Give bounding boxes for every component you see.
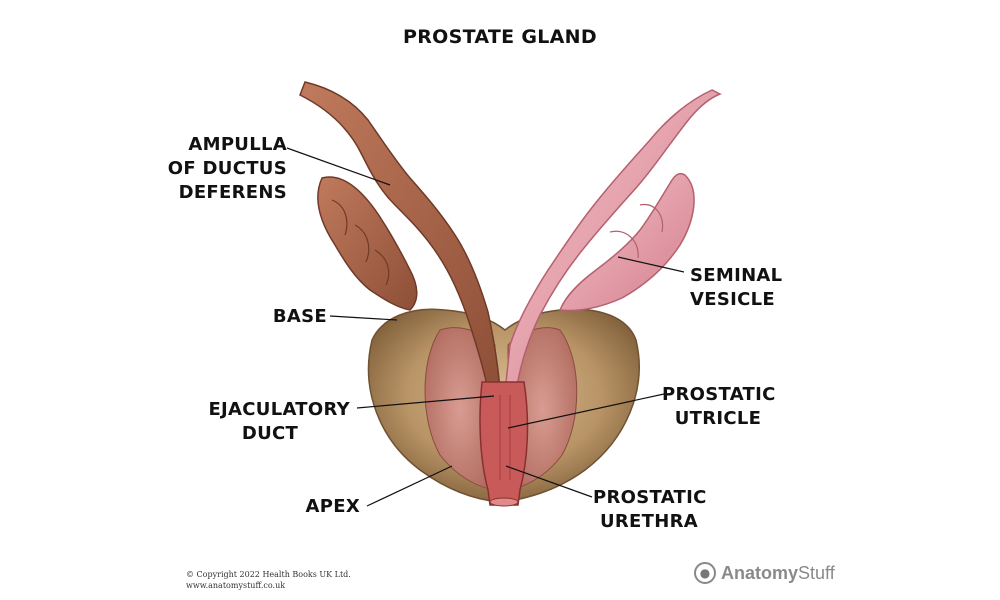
- urethra-opening: [489, 497, 519, 507]
- brand-logo: ● AnatomyStuff: [694, 560, 835, 586]
- label-ampulla: AMPULLA OF DUCTUS DEFERENS: [167, 134, 287, 203]
- copyright-notice: © Copyright 2022 Health Books UK Ltd. ww…: [186, 570, 351, 590]
- ejaculatory-leader: [356, 395, 495, 409]
- label-apex: APEX: [305, 496, 360, 517]
- brand-person-icon: ●: [694, 562, 716, 584]
- label-seminal-vesicle: SEMINAL VESICLE: [690, 265, 783, 310]
- label-prostatic-urethra: PROSTATIC URETHRA: [593, 487, 707, 532]
- website-url: www.anatomystuff.co.uk: [186, 581, 286, 590]
- left-seminal-vesicle: [317, 176, 418, 311]
- prostatic-urethra: [479, 381, 529, 506]
- urethra-leader: [505, 465, 593, 498]
- apex-leader: [366, 465, 453, 507]
- seminal-vesicle-leader: [617, 256, 685, 273]
- label-prostatic-utricle: PROSTATIC UTRICLE: [662, 384, 776, 429]
- right-ductus-deferens: [504, 89, 722, 393]
- right-seminal-vesicle: [558, 172, 695, 312]
- ampulla-leader: [286, 147, 391, 186]
- utricle-leader: [507, 393, 665, 429]
- page-title: PROSTATE GLAND: [403, 26, 597, 48]
- base-leader: [329, 315, 398, 321]
- label-base: BASE: [272, 306, 327, 327]
- label-ejaculatory-duct: EJACULATORY DUCT: [208, 399, 350, 444]
